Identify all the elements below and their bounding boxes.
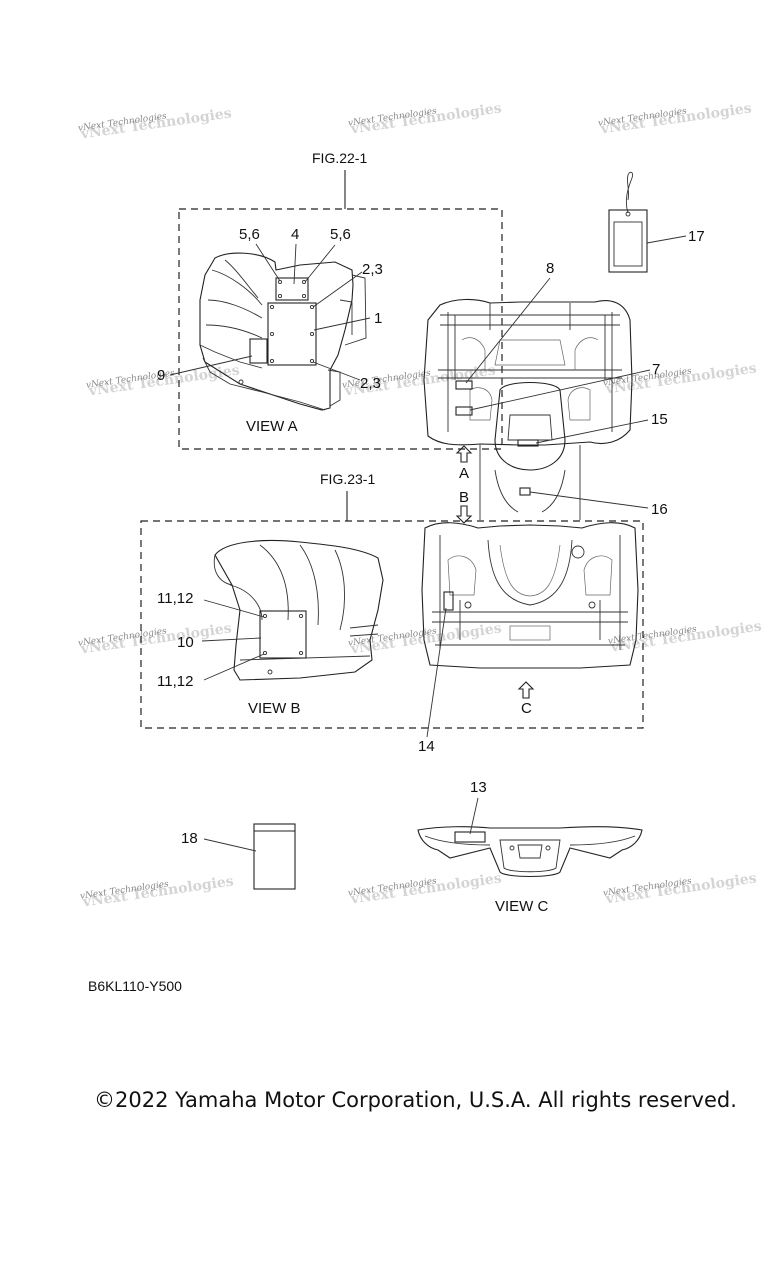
callout-leader <box>203 599 265 618</box>
view-c-panel: 13 VIEW C <box>417 779 643 915</box>
label-1 <box>267 302 317 366</box>
label-9 <box>249 338 268 364</box>
label-plates-view-a <box>249 277 317 366</box>
callout-17: 17 <box>688 228 705 245</box>
label-14 <box>443 591 454 611</box>
callout-9: 9 <box>157 367 165 384</box>
arrow-up-icon <box>517 681 535 699</box>
label-16 <box>519 487 531 496</box>
rear-fender-illustration <box>199 252 367 411</box>
callout-8: 8 <box>546 260 554 277</box>
arrow-down-icon <box>455 505 473 524</box>
view-b-panel: FIG.23-1 11,12 10 11,12 VIEW B <box>140 471 644 729</box>
callout-leader <box>535 419 649 444</box>
callout-leader <box>203 838 257 852</box>
callout-leader <box>469 369 651 411</box>
callout-2-3-bottom: 2,3 <box>360 375 381 392</box>
callout-15: 15 <box>651 411 668 428</box>
label-10 <box>259 610 307 659</box>
arrow-c-label: C <box>521 700 532 717</box>
label-18 <box>253 823 296 890</box>
callout-1: 1 <box>374 310 382 327</box>
callout-leader <box>529 491 649 509</box>
view-a-panel: FIG.22-1 5,6 <box>157 150 503 450</box>
label-4 <box>275 277 309 301</box>
callout-11-12-top: 11,12 <box>157 590 193 607</box>
callout-leader <box>469 797 479 835</box>
callout-leader <box>313 317 371 331</box>
callout-14: 14 <box>418 738 435 755</box>
callout-4: 4 <box>291 226 299 243</box>
view-c-label: VIEW C <box>495 898 549 915</box>
part-code: B6KL110-Y500 <box>88 978 182 994</box>
callout-leader <box>293 243 297 285</box>
callout-leader <box>255 243 281 282</box>
view-a-label: VIEW A <box>246 418 298 435</box>
callout-leader <box>304 244 336 283</box>
callout-2-3-top: 2,3 <box>362 261 383 278</box>
label-7 <box>455 406 473 416</box>
callout-leader <box>203 653 265 681</box>
tag-card <box>608 209 648 273</box>
callout-13: 13 <box>470 779 487 796</box>
fig-ref-23: FIG.23-1 <box>320 471 375 487</box>
view-b-label: VIEW B <box>248 700 301 717</box>
callout-11-12-bottom: 11,12 <box>157 673 193 690</box>
copyright-notice: ©2022 Yamaha Motor Corporation, U.S.A. A… <box>94 1088 737 1112</box>
arrow-b-label: B <box>459 489 469 506</box>
callout-18: 18 <box>181 830 198 847</box>
view-a-frame <box>178 208 503 450</box>
view-arrows: A B C <box>455 445 535 717</box>
view-b-frame <box>140 520 644 729</box>
callout-leader <box>312 361 361 381</box>
fig-ref-22: FIG.22-1 <box>312 150 367 166</box>
callout-leader <box>426 607 447 738</box>
callout-leader <box>169 355 253 376</box>
arrow-up-icon <box>455 445 473 463</box>
label-8 <box>455 380 473 390</box>
tag-17: 17 <box>608 171 705 273</box>
atv-top-view <box>421 298 639 669</box>
callout-7: 7 <box>652 361 660 378</box>
item-18: 18 <box>181 823 296 890</box>
atv-callouts: 8 7 15 16 14 <box>418 260 668 755</box>
arrow-a-label: A <box>459 465 469 482</box>
callout-leader <box>312 271 363 308</box>
callout-16: 16 <box>651 501 668 518</box>
tag-window <box>613 221 643 267</box>
callout-leader <box>201 637 262 642</box>
callout-5-6-right: 5,6 <box>330 226 351 243</box>
callout-5-6-left: 5,6 <box>239 226 260 243</box>
callout-10: 10 <box>177 634 194 651</box>
callout-leader <box>465 277 551 384</box>
callout-leader <box>646 235 687 244</box>
